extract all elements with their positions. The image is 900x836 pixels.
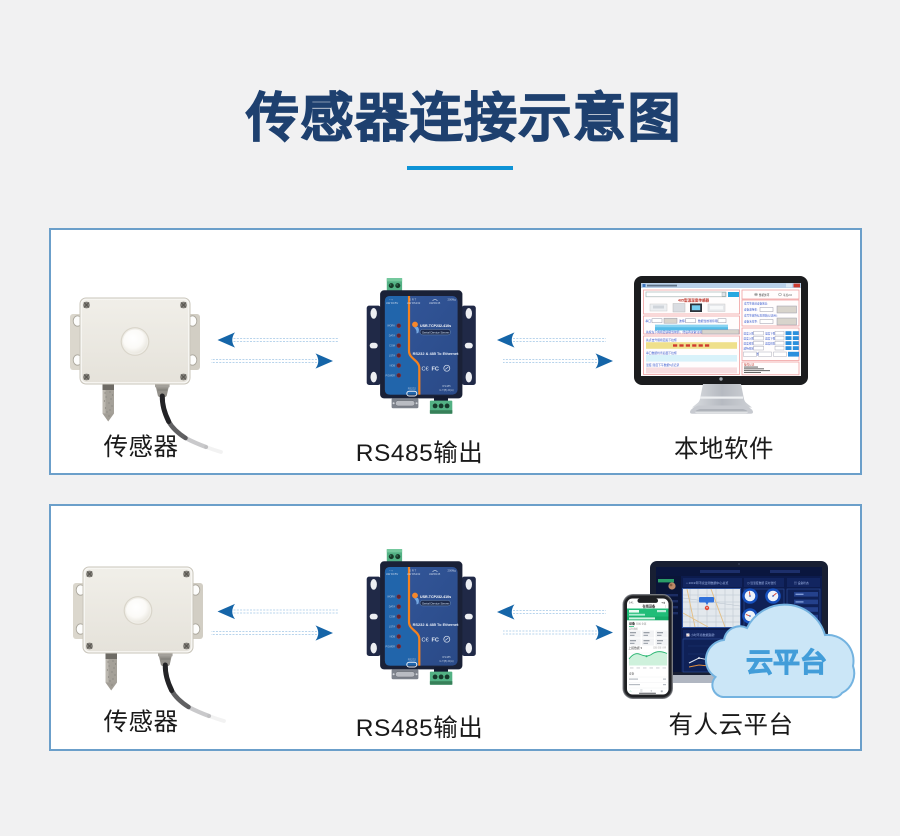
svg-text:操作记录: 操作记录 bbox=[744, 362, 755, 366]
svg-text:串口号: 串口号 bbox=[646, 319, 655, 323]
svg-text:湿度校准:: 湿度校准: bbox=[744, 342, 755, 346]
svg-text:设备水位準:: 设备水位準: bbox=[744, 320, 758, 324]
svg-text:485型温湿度传感器: 485型温湿度传感器 bbox=[678, 298, 710, 303]
svg-text:◷ 温湿度数据 实时监控: ◷ 温湿度数据 实时监控 bbox=[747, 581, 776, 585]
svg-text:实时数据: 实时数据 bbox=[629, 626, 639, 630]
svg-text:在线设备: 在线设备 bbox=[643, 604, 657, 609]
svg-text:湿度上限:: 湿度上限: bbox=[744, 332, 755, 336]
svg-text:整机外环: 整机外环 bbox=[759, 293, 770, 297]
svg-text:波特率: 波特率 bbox=[679, 319, 688, 323]
svg-text:上报数据 ▾: 上报数据 ▾ bbox=[629, 646, 643, 650]
svg-text:读写生效前设备地址:: 读写生效前设备地址: bbox=[744, 302, 768, 306]
svg-text:设备波特率:: 设备波特率: bbox=[744, 308, 758, 312]
svg-text:数据位校验停用:: 数据位校验停用: bbox=[698, 319, 719, 323]
svg-text:温度-湿度下午数据5点记录: 温度-湿度下午数据5点记录 bbox=[646, 363, 679, 367]
svg-text:⋮: ⋮ bbox=[664, 605, 667, 608]
svg-text:设备: 设备 bbox=[629, 621, 636, 626]
svg-text:⌂ 2019年环境监测数据中心总览: ⌂ 2019年环境监测数据中心总览 bbox=[686, 580, 728, 585]
svg-text:在线 全部: 在线 全部 bbox=[636, 622, 647, 626]
svg-text:设备: 设备 bbox=[629, 672, 635, 676]
svg-text:▾▪▮: ▾▪▮ bbox=[662, 602, 665, 605]
svg-text:▤ 设备状态: ▤ 设备状态 bbox=[794, 581, 809, 585]
svg-text:先按左下角按钮读取当前值，然后再试备注说明: 先按左下角按钮读取当前值，然后再试备注说明 bbox=[646, 330, 705, 334]
svg-text:温度上限:: 温度上限: bbox=[744, 337, 755, 341]
svg-text:平点2.0: 平点2.0 bbox=[783, 293, 792, 297]
svg-text:◉: ◉ bbox=[661, 689, 664, 693]
svg-text:温度校准:: 温度校准: bbox=[765, 342, 776, 346]
svg-text:先点击升级按钮后下拉框: 先点击升级按钮后下拉框 bbox=[646, 338, 677, 342]
svg-text:☰: ☰ bbox=[640, 689, 643, 693]
svg-text:✦: ✦ bbox=[650, 689, 653, 693]
svg-text:温度 湿度 光照: 温度 湿度 光照 bbox=[653, 646, 666, 650]
svg-text:波特率地址:: 波特率地址: bbox=[744, 347, 758, 351]
svg-text:串口数据检查后面下拉框: 串口数据检查后面下拉框 bbox=[646, 351, 677, 355]
svg-text:云平台: 云平台 bbox=[746, 647, 827, 678]
svg-text:📈 小时环境数据趋势: 📈 小时环境数据趋势 bbox=[686, 632, 715, 637]
svg-text:⌂: ⌂ bbox=[630, 689, 632, 693]
svg-text:温度下限:: 温度下限: bbox=[765, 337, 776, 341]
svg-text:读写生效所标准测站(记录用):: 读写生效所标准测站(记录用): bbox=[744, 314, 778, 318]
svg-text:湿度下限:: 湿度下限: bbox=[765, 332, 776, 336]
svg-text:9:41: 9:41 bbox=[629, 603, 634, 605]
